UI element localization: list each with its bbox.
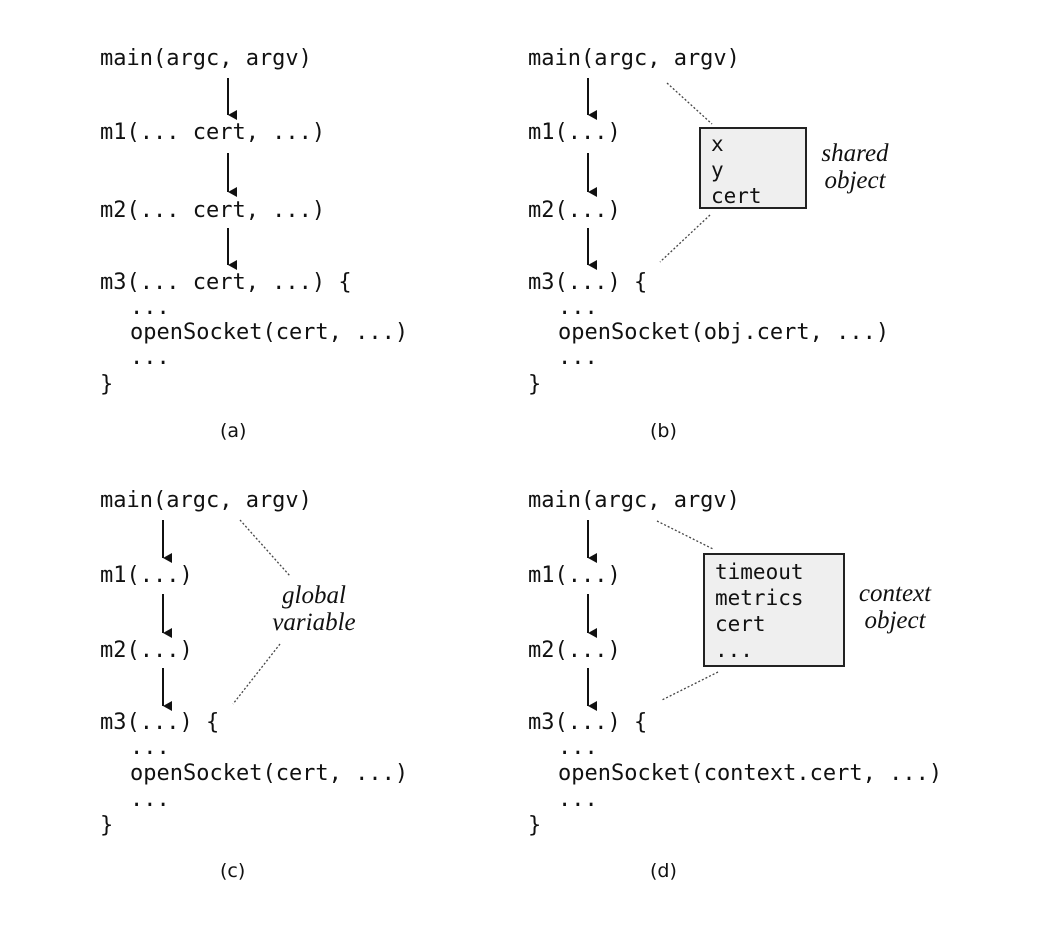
closing-brace-b: } [528,372,542,397]
m1-call-c: m1(...) [100,563,193,588]
ellipsis-c-2: ... [130,787,170,812]
m1-call-b: m1(...) [528,120,621,145]
box-field-y: y [711,158,724,182]
ellipsis-a-1: ... [130,295,170,320]
main-call-b: main(argc, argv) [528,46,740,71]
m2-call-b: m2(...) [528,198,621,223]
closing-brace-c: } [100,813,114,838]
caption-a: (a) [220,420,247,442]
connector-b-bottom [659,214,711,263]
closing-brace-a: } [100,372,114,397]
context-object-label-line2: object [864,607,926,634]
main-call-a: main(argc, argv) [100,46,312,71]
m2-call-a: m2(... cert, ...) [100,198,326,223]
connector-d-top [656,520,714,550]
box-field-cert: cert [715,612,766,636]
ellipsis-d-1: ... [558,735,598,760]
m2-call-d: m2(...) [528,638,621,663]
m2-call-c: m2(...) [100,638,193,663]
box-field-x: x [711,132,724,156]
shared-object-label-line2: object [824,167,886,194]
caption-b: (b) [650,420,677,442]
closing-brace-d: } [528,813,542,838]
global-variable-label-line2: variable [272,609,356,636]
m3-call-a: m3(... cert, ...) { [100,270,352,295]
open-socket-call-b: openSocket(obj.cert, ...) [558,320,890,345]
context-object-box: timeout metrics cert ... [703,553,845,667]
m3-call-b: m3(...) { [528,270,648,295]
connector-d-bottom [661,671,719,701]
main-call-c: main(argc, argv) [100,488,312,513]
box-field-cert: cert [711,184,762,208]
shared-object-label-line1: shared [821,140,889,167]
caption-c: (c) [220,860,246,882]
m3-call-d: m3(...) { [528,710,648,735]
ellipsis-a-2: ... [130,345,170,370]
connector-c-bottom [232,643,281,705]
context-object-label-line1: context [858,580,932,607]
ellipsis-d-2: ... [558,787,598,812]
connector-c-top [239,519,291,577]
open-socket-call-a: openSocket(cert, ...) [130,320,409,345]
shared-object-label: shared object [812,140,898,194]
box-field-timeout: timeout [715,560,804,584]
m3-call-c: m3(...) { [100,710,220,735]
connector-b-top [666,82,713,125]
context-object-label: context object [848,580,942,634]
ellipsis-b-1: ... [558,295,598,320]
ellipsis-c-1: ... [130,735,170,760]
main-call-d: main(argc, argv) [528,488,740,513]
caption-d: (d) [650,860,677,882]
open-socket-call-d: openSocket(context.cert, ...) [558,761,943,786]
open-socket-call-c: openSocket(cert, ...) [130,761,409,786]
box-field-metrics: metrics [715,586,804,610]
m1-call-d: m1(...) [528,563,621,588]
box-field-ellipsis: ... [715,638,753,662]
m1-call-a: m1(... cert, ...) [100,120,326,145]
global-variable-label-line1: global [282,582,346,609]
shared-object-box: x y cert [699,127,807,209]
ellipsis-b-2: ... [558,345,598,370]
global-variable-label: global variable [262,582,366,636]
